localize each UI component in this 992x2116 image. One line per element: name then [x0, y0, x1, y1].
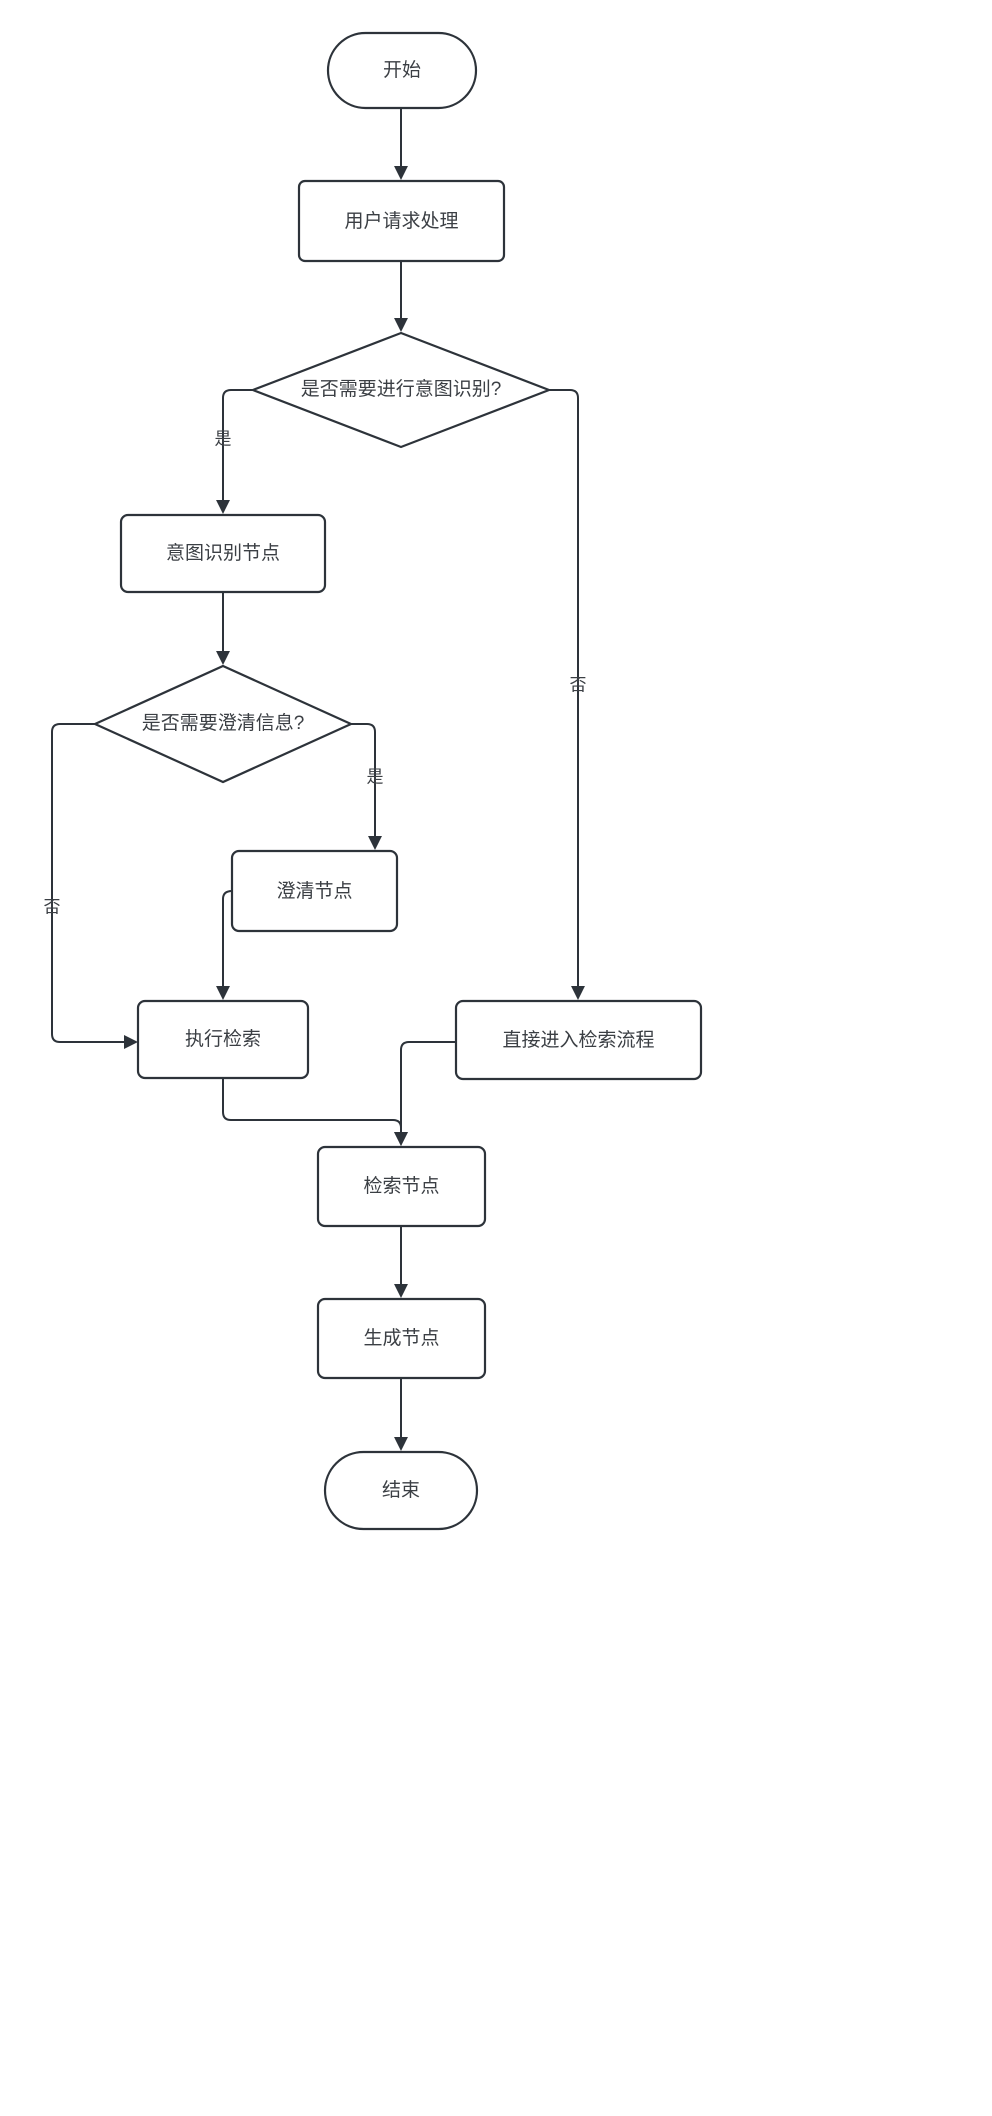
node-do-retrieve-hit[interactable]: [138, 1001, 308, 1078]
node-do-retrieve[interactable]: 执行检索: [136, 999, 310, 1080]
node-user-request[interactable]: 用户请求处理: [297, 179, 506, 263]
node-intent-node-hit[interactable]: [121, 515, 325, 592]
node-start[interactable]: 开始: [326, 31, 478, 110]
node-end[interactable]: 结束: [323, 1450, 479, 1531]
edge-need-clarify-yes-to-clarify-node: 是: [351, 723, 384, 850]
node-retrieve-node-hit[interactable]: [318, 1147, 485, 1226]
edge-clarify-node-to-do-retrieve: [216, 890, 233, 1000]
node-end-hit[interactable]: [325, 1452, 477, 1529]
node-intent-node[interactable]: 意图识别节点: [119, 513, 327, 594]
node-need-intent-hit[interactable]: [253, 333, 549, 447]
node-need-clarify-hit[interactable]: [95, 666, 351, 782]
node-direct-retrieve[interactable]: 直接进入检索流程: [454, 999, 703, 1081]
edge-need-intent-yes-to-intent-node: 是: [215, 389, 253, 514]
node-user-request-hit[interactable]: [299, 181, 504, 261]
node-need-intent[interactable]: 是否需要进行意图识别?: [249, 331, 553, 449]
node-need-clarify[interactable]: 是否需要澄清信息?: [92, 664, 354, 784]
edge-do-retrieve-to-retrieve-node: [222, 1078, 408, 1146]
node-direct-retrieve-hit[interactable]: [456, 1001, 701, 1079]
node-start-hit[interactable]: [328, 33, 476, 108]
node-retrieve-node[interactable]: 检索节点: [316, 1145, 487, 1228]
edge-need-intent-no-to-direct-retrieve: 否: [549, 389, 587, 1000]
node-clarify-node-hit[interactable]: [232, 851, 397, 931]
node-clarify-node[interactable]: 澄清节点: [230, 849, 399, 933]
edge-direct-retrieve-to-retrieve-node: [394, 1041, 456, 1146]
edge-need-clarify-no-to-do-retrieve: 否: [44, 723, 138, 1049]
node-generate-node-hit[interactable]: [318, 1299, 485, 1378]
node-generate-node[interactable]: 生成节点: [316, 1297, 487, 1380]
